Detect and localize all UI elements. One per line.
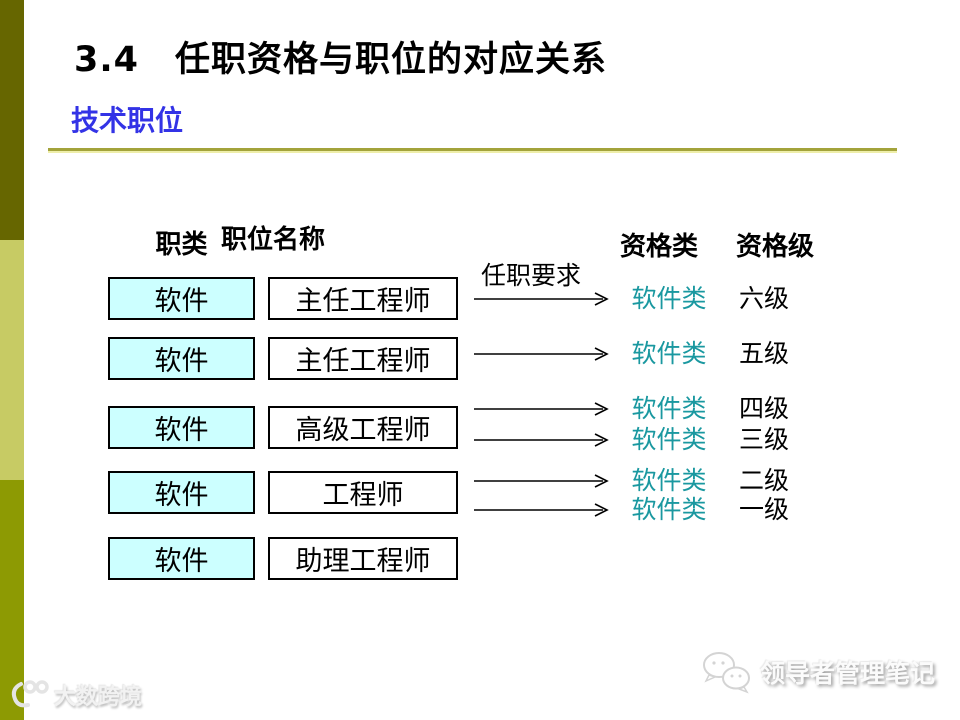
qual-level-label: 三级: [738, 425, 789, 454]
mapping-arrow-icon: [474, 474, 609, 488]
qual-class-label: 软件类: [631, 466, 707, 495]
arrow-label-requirement: 任职要求: [481, 261, 582, 290]
infinity-swirl-logo-icon: [11, 680, 49, 708]
qual-class-label: 软件类: [631, 339, 707, 368]
qual-class-label: 软件类: [631, 425, 707, 454]
job-class-box: 软件: [108, 471, 255, 514]
job-title-box: 主任工程师: [268, 277, 458, 320]
qual-level-label: 二级: [738, 466, 789, 495]
watermark-bigdata-text: 大数跨境: [54, 685, 143, 710]
qual-level-label: 四级: [738, 394, 789, 423]
mapping-arrow-icon: [474, 402, 609, 416]
slide-title: 3.4 任职资格与职位的对应关系: [74, 40, 608, 80]
slide-subtitle: 技术职位: [71, 104, 184, 137]
chat-bubbles-logo-icon: [703, 652, 750, 694]
job-class-box: 软件: [108, 277, 255, 320]
watermark-notes: 领导者管理笔记: [698, 648, 935, 696]
qual-class-label: 软件类: [631, 284, 707, 313]
job-class-box: 软件: [108, 337, 255, 380]
subtitle-divider-rule: [48, 148, 897, 151]
qual-level-label: 五级: [738, 339, 789, 368]
column-header-job-class: 职类: [155, 230, 208, 260]
watermark-bigdata: 大数跨境: [8, 678, 142, 712]
sidebar-bar-bottom: [0, 480, 24, 720]
mapping-arrow-icon: [474, 347, 609, 361]
mapping-arrow-icon: [474, 433, 609, 447]
sidebar-bar-middle: [0, 240, 24, 480]
column-header-qual-class: 资格类: [619, 232, 698, 262]
qual-class-label: 软件类: [631, 495, 707, 524]
column-header-job-title: 职位名称: [221, 225, 326, 255]
qual-class-label: 软件类: [631, 394, 707, 423]
qual-level-label: 一级: [738, 495, 789, 524]
job-class-box: 软件: [108, 537, 255, 580]
mapping-arrow-icon: [474, 503, 609, 517]
job-title-box: 工程师: [268, 471, 458, 514]
job-title-box: 助理工程师: [268, 537, 458, 580]
sidebar-bar-top: [0, 0, 24, 240]
job-title-box: 主任工程师: [268, 337, 458, 380]
watermark-notes-text: 领导者管理笔记: [760, 659, 936, 688]
mapping-arrow-icon: [474, 292, 609, 306]
qual-level-label: 六级: [738, 284, 789, 313]
job-title-box: 高级工程师: [268, 406, 458, 449]
column-header-qual-level: 资格级: [735, 232, 814, 262]
job-class-box: 软件: [108, 406, 255, 449]
